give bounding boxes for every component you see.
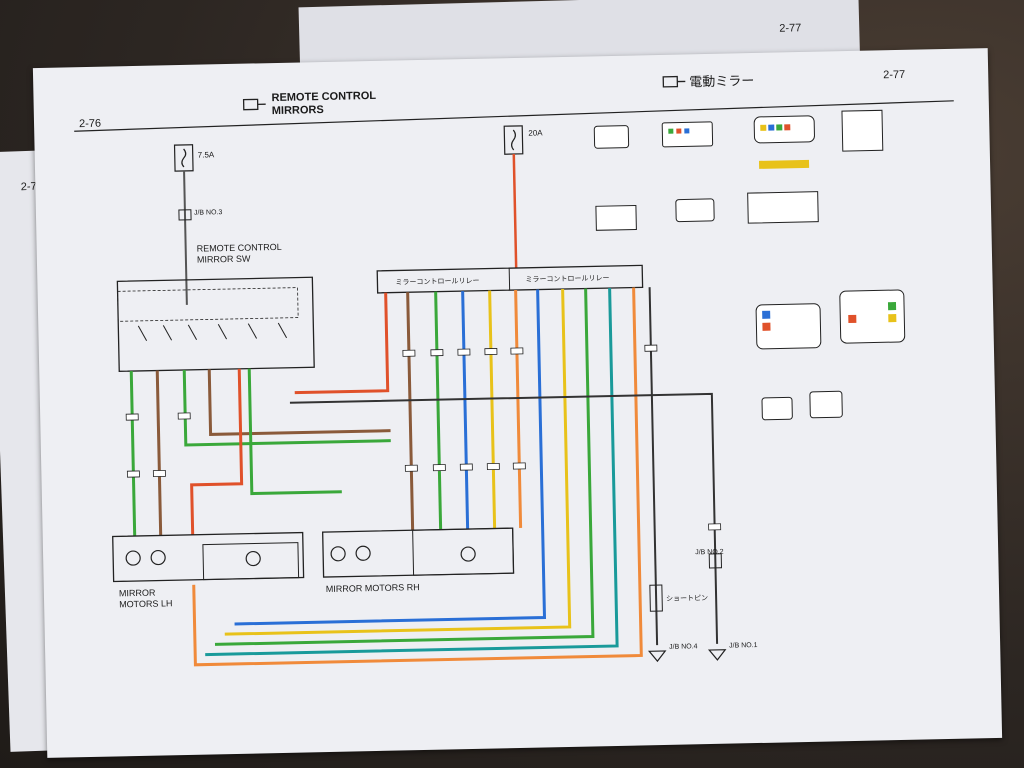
ground-symbol-jb4	[647, 650, 667, 663]
page-number-left: 2-76	[79, 118, 101, 130]
short-pin-label: ショートピン	[666, 594, 708, 603]
motors-rh-label: MIRROR MOTORS RH	[326, 582, 420, 594]
fuse-7-5a: 7.5A	[173, 144, 215, 172]
motors-lh-label-1: MIRROR	[119, 588, 156, 599]
fuse1-wire	[183, 170, 188, 305]
ground-wire-right	[289, 392, 719, 644]
fuse2-wire	[512, 153, 518, 269]
jb-no3-box	[178, 209, 192, 221]
jb-no2-label: J/B NO.2	[695, 549, 724, 557]
pinout-color-marks	[668, 124, 897, 331]
wiring-diagram-sheet: 2-76 2-77 REMOTE CONTROL MIRRORS 電動ミラー 7…	[32, 48, 1003, 758]
jb-no3-label: J/B NO.3	[194, 209, 223, 217]
ground-symbol-jb1	[707, 649, 727, 661]
relay-output-wires	[192, 287, 643, 667]
mirror-icon-left	[242, 98, 266, 111]
switch-output-wires	[129, 368, 391, 537]
wiring-diagram: 2-76 2-77 REMOTE CONTROL MIRRORS 電動ミラー 7…	[74, 69, 954, 667]
ground-wire-left	[648, 287, 659, 646]
switch-inner-box	[117, 287, 299, 322]
wire-connectors	[125, 344, 722, 531]
relay-label-left: ミラーコントロールリレー	[395, 277, 479, 287]
switch-title-2: MIRROR SW	[197, 254, 251, 265]
fuse-20a: 20A	[503, 125, 543, 155]
short-pin-box	[649, 584, 663, 612]
mirror-icon-right	[662, 75, 686, 88]
remote-control-mirror-switch	[116, 276, 315, 372]
page-number-right: 2-77	[883, 69, 905, 81]
jb-no1-label: J/B NO.1	[729, 642, 758, 650]
jb-no2-box	[708, 553, 723, 569]
back-page-number-top: 2-77	[779, 22, 802, 35]
mirror-motors-lh	[112, 531, 305, 583]
title-japanese: 電動ミラー	[689, 73, 754, 89]
jb-no4-label: J/B NO.4	[669, 643, 698, 651]
svg-text:20A: 20A	[528, 128, 543, 137]
title-line-1: REMOTE CONTROL	[271, 90, 376, 104]
motor-icons-lh	[125, 549, 261, 567]
switch-title-1: REMOTE CONTROL	[197, 242, 282, 254]
relay-label-right: ミラーコントロールリレー	[525, 274, 609, 284]
connector-pinouts	[593, 109, 906, 421]
motor-icons-rh	[330, 545, 476, 562]
motors-lh-label-2: MOTORS LH	[119, 598, 173, 609]
mirror-motors-rh	[321, 527, 515, 578]
svg-text:7.5A: 7.5A	[198, 150, 215, 159]
header-rule	[74, 100, 954, 132]
title-line-2: MIRRORS	[272, 104, 324, 117]
switch-contacts	[137, 322, 288, 341]
